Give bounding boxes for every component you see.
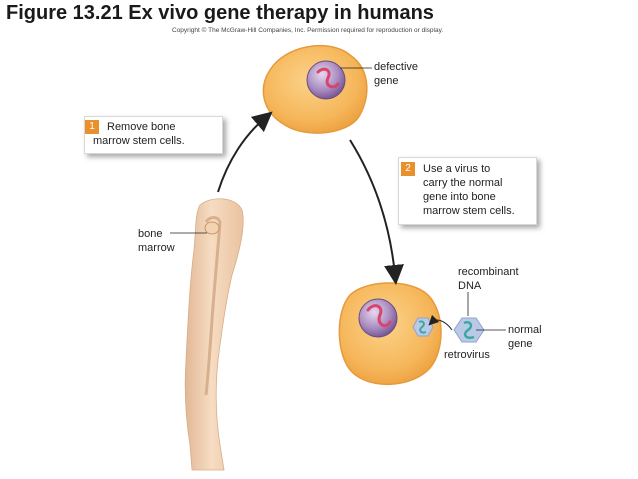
- step-2-line-1: Use a virus to: [423, 163, 491, 175]
- recombinant-dna-label: recombinant DNA: [458, 266, 519, 292]
- defective-gene-strand: [316, 67, 340, 89]
- step-1-box: 1 Remove bone marrow stem cells.: [84, 116, 223, 154]
- normal-gene-strand: [463, 321, 475, 339]
- step-2-line-4: marrow stem cells.: [423, 205, 515, 217]
- top-cell: [262, 44, 372, 134]
- retrovirus-label: retrovirus: [444, 349, 490, 361]
- bone-marrow-site: [204, 221, 220, 235]
- step-1-number: 1: [85, 120, 99, 134]
- bone-marrow-label: bone marrow: [138, 228, 175, 254]
- arm-shape: [184, 198, 244, 471]
- arrow-cell-to-transduced: [349, 139, 404, 285]
- retrovirus-entry-arrow: [428, 314, 453, 331]
- step-2-line-3: gene into bone: [423, 191, 496, 203]
- arm: [170, 198, 244, 471]
- arrow-arm-to-cell: [217, 111, 273, 193]
- copyright-notice: Copyright © The McGraw-Hill Companies, I…: [172, 27, 444, 34]
- bottom-cell: [338, 282, 442, 385]
- step-2-number: 2: [401, 162, 415, 176]
- figure-title: Figure 13.21 Ex vivo gene therapy in hum…: [6, 2, 434, 24]
- bottom-cell-gene-strand: [366, 304, 392, 328]
- step-1-line-1: Remove bone: [107, 121, 176, 133]
- step-2-line-2: carry the normal: [423, 177, 503, 189]
- step-1-line-2: marrow stem cells.: [93, 135, 185, 147]
- step-2-box: 2 Use a virus to carry the normal gene i…: [398, 157, 537, 225]
- defective-gene-label: defective gene: [374, 61, 419, 87]
- normal-gene-label: normal gene: [508, 324, 542, 350]
- retrovirus-inside-strand: [418, 320, 427, 334]
- bone: [204, 216, 222, 396]
- free-retrovirus: [428, 292, 506, 343]
